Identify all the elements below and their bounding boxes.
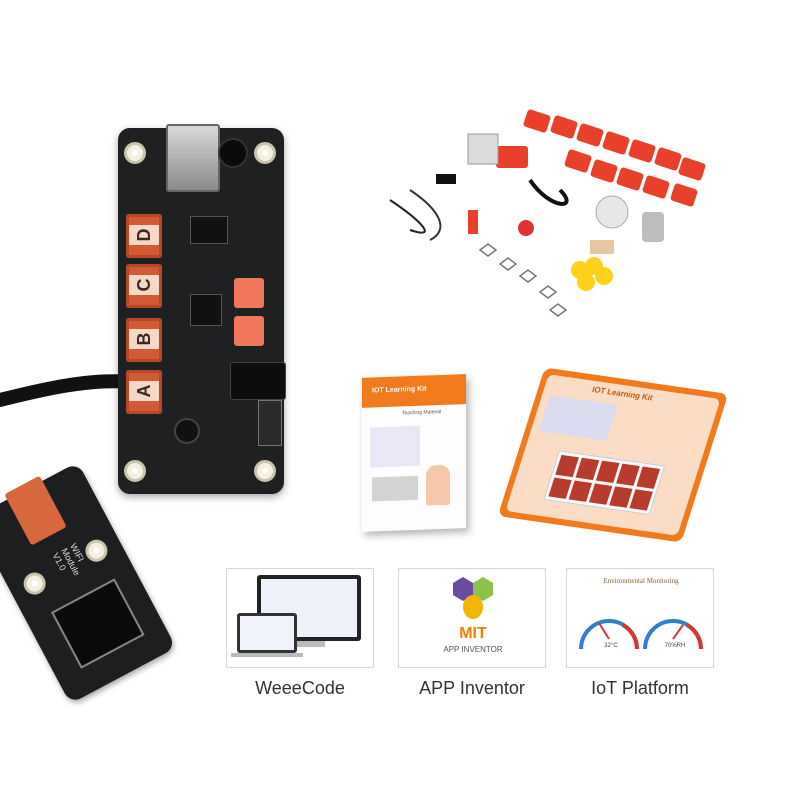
port-a: A (126, 370, 162, 414)
relay-connector (234, 316, 264, 346)
mount-hole (254, 460, 276, 482)
ir-receiver (174, 418, 200, 444)
gauge-humidity-value: 70%RH (664, 643, 686, 649)
panel-weeecode (226, 568, 374, 668)
laptop-screen (240, 616, 294, 650)
mit-logo-text: MIT (459, 625, 487, 642)
wifi-module-board: WIFI Module V1.0 (0, 462, 177, 704)
port-b: B (126, 318, 162, 362)
port-a-label: A (129, 381, 159, 401)
mit-hexagon-logo (453, 577, 493, 619)
esp-chip (51, 578, 145, 669)
slide-switch (258, 400, 282, 446)
wifi-module-connector (4, 475, 67, 546)
caption-weeecode: WeeeCode (255, 678, 345, 698)
book-board-illustration (372, 475, 418, 502)
usb-cable (0, 374, 137, 407)
ic-chip (190, 216, 228, 244)
book-code-illustration (370, 425, 420, 468)
panel-app-inventor: MIT APP INVENTOR (398, 568, 546, 668)
mount-hole (124, 142, 146, 164)
mount-hole (19, 568, 50, 599)
mount-hole (124, 460, 146, 482)
panel-iot-platform: Environmental Monitoring 32°C 70%RH (566, 568, 714, 668)
laptop-base (231, 653, 303, 657)
port-d-label: D (129, 225, 159, 245)
book-subtitle: Teaching Material (402, 409, 442, 417)
kit-storage-box: IOT Learning Kit (497, 367, 729, 543)
relay-connector (234, 278, 264, 308)
gauges-illustration (579, 619, 703, 650)
port-c: C (126, 264, 162, 308)
app-inventor-logo-text: APP INVENTOR (443, 645, 503, 654)
laptop-icon (237, 613, 297, 653)
mcu-chip (190, 294, 222, 326)
caption-iot-platform: IoT Platform (591, 678, 689, 698)
learning-kit-book: IOT Learning Kit Teaching Material (362, 374, 466, 532)
port-b-label: B (129, 329, 159, 349)
iot-heading: Environmental Monitoring (603, 577, 679, 585)
mount-hole (254, 142, 276, 164)
monitor-stand (293, 641, 325, 647)
gauge-temperature-value: 32°C (604, 643, 618, 649)
parts-kit-illustration (389, 109, 706, 317)
port-d: D (126, 214, 162, 258)
dc-jack (230, 362, 286, 400)
buzzer (218, 138, 248, 168)
port-c-label: C (129, 275, 159, 295)
usb-b-port (166, 124, 220, 192)
caption-app-inventor: APP Inventor (419, 678, 525, 698)
controller-board: D C B A (118, 124, 286, 494)
book-figure-illustration (426, 464, 450, 506)
